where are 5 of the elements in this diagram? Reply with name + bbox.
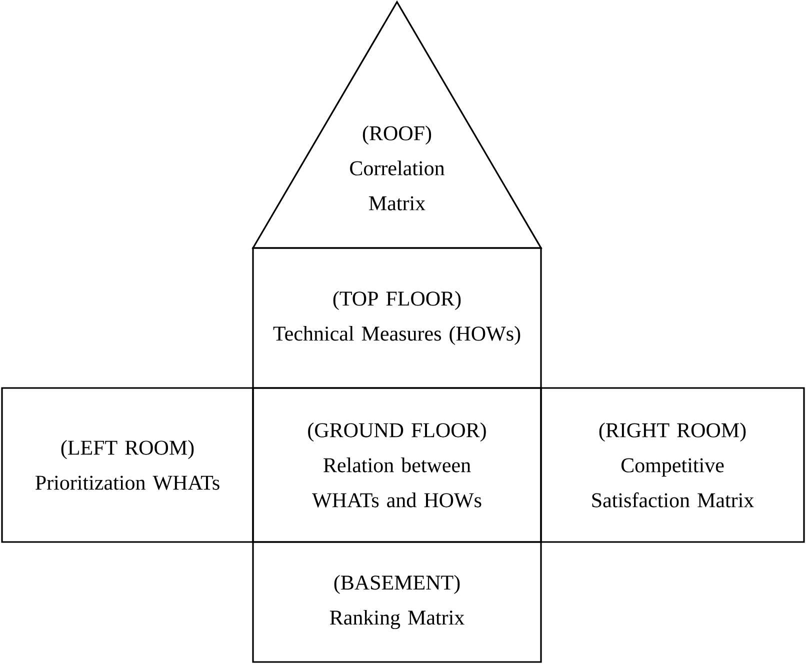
room-box: (RIGHT ROOM) Competitive Satisfaction Matrix bbox=[540, 387, 805, 543]
top-floor-box: (TOP FLOOR) Technical Measures (HOWs) bbox=[252, 247, 542, 389]
ground-floor-box: (GROUND FLOOR) Relation between WHATs and HOWs bbox=[252, 387, 542, 543]
room-box: (LEFT ROOM) Prioritization WHATs bbox=[1, 387, 254, 543]
basement-box: (BASEMENT) Ranking Matrix bbox=[252, 541, 542, 663]
